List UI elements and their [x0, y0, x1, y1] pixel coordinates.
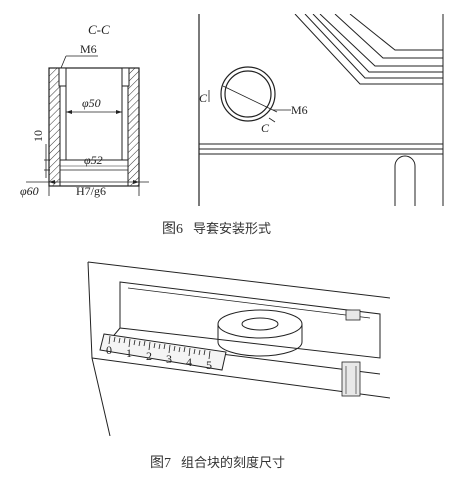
figure6-caption-text: 导套安装形式	[193, 222, 272, 237]
scale-label-0: 0	[106, 343, 112, 357]
scale-ticks	[108, 335, 211, 360]
section-cc-drawing: C-C M6 φ50 10 φ52 φ60 H7/g6	[20, 22, 149, 198]
combination-block-drawing: 0 1 2 3 4 5	[87, 261, 390, 436]
scale-label-5: 5	[206, 358, 212, 372]
figure7-caption-number: 图7	[150, 456, 171, 471]
bottom-diameter-label: φ52	[84, 153, 103, 167]
section-mark-top: C	[199, 91, 208, 105]
thread-m6-label: M6	[80, 42, 97, 56]
guide-sleeve-plan-drawing: M6 C C	[198, 14, 444, 206]
section-mark-bottom: C	[261, 121, 270, 135]
scale-label-1: 1	[126, 346, 132, 360]
scale-label-4: 4	[186, 355, 192, 369]
thread-m6-label-right: M6	[291, 103, 308, 117]
height-dimension-label: 10	[31, 130, 45, 142]
figure6-caption: 图6 导套安装形式	[162, 218, 271, 238]
scale-label-2: 2	[146, 349, 152, 363]
figure7-caption-text: 组合块的刻度尺寸	[181, 456, 286, 471]
figure6-caption-number: 图6	[162, 222, 183, 237]
section-cc-label: C-C	[88, 22, 110, 37]
outer-diameter-label: φ60	[20, 184, 39, 198]
scale-label-3: 3	[166, 352, 172, 366]
fit-tolerance-label: H7/g6	[76, 184, 106, 198]
figure7-caption: 图7 组合块的刻度尺寸	[150, 452, 285, 472]
inner-diameter-label: φ50	[82, 96, 101, 110]
